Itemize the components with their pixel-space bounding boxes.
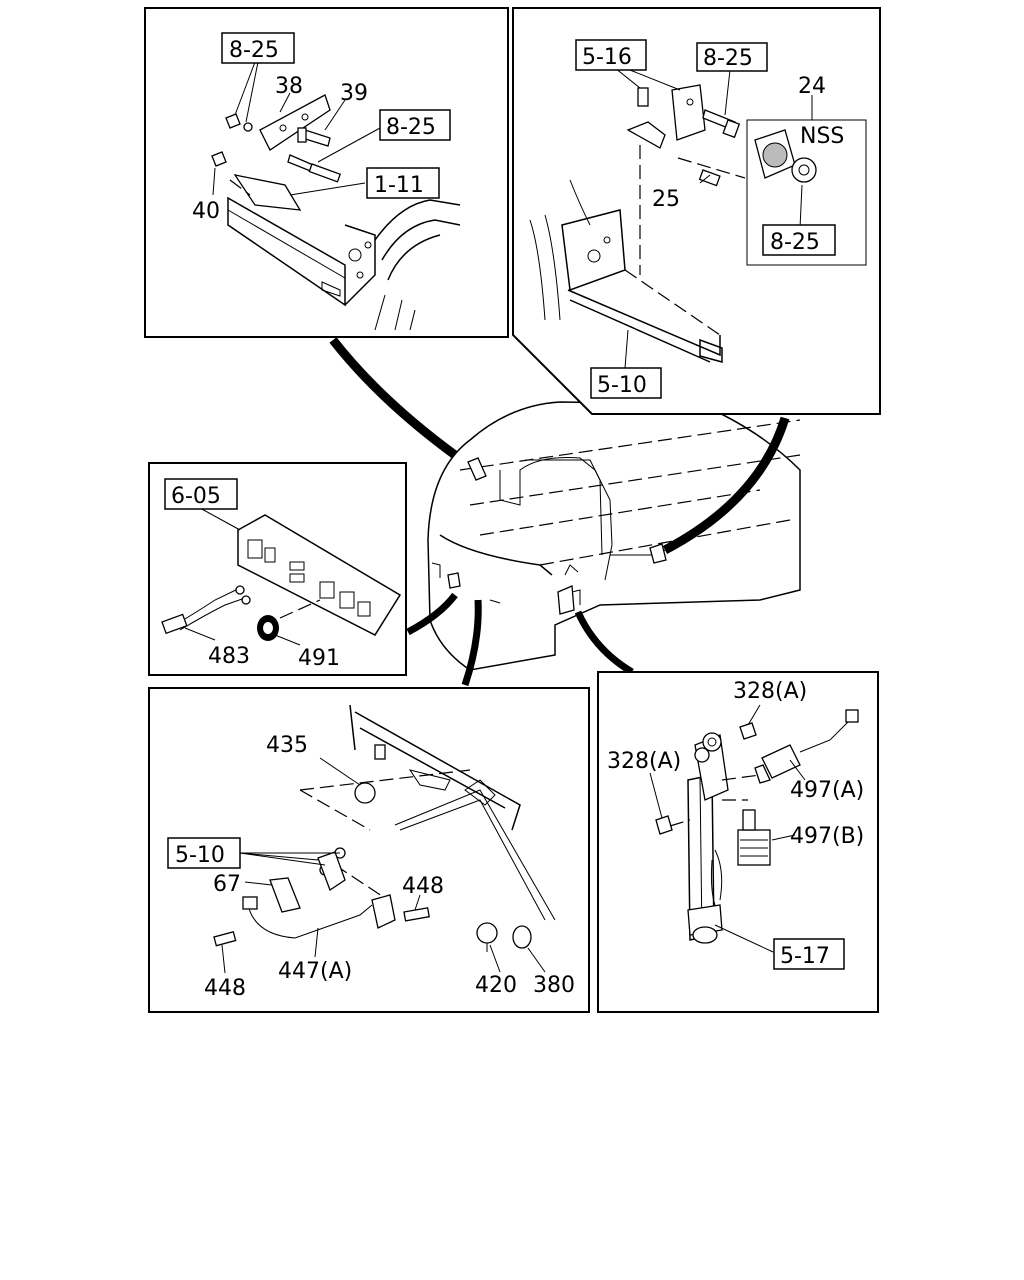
ref-8-25-d: 8-25 — [770, 230, 820, 255]
connector-arcs — [329, 337, 790, 687]
label-67: 67 — [213, 872, 241, 897]
label-483: 483 — [208, 644, 250, 669]
ref-1-11: 1-11 — [374, 173, 424, 198]
label-40: 40 — [192, 199, 220, 224]
label-380: 380 — [533, 973, 575, 998]
label-448-b: 448 — [204, 976, 246, 1001]
label-328a-top: 328(A) — [733, 679, 807, 704]
panel-top-right: 5-16 8-25 8-25 5-10 24 NSS 25 — [512, 7, 881, 415]
label-25: 25 — [652, 187, 680, 212]
label-448-a: 448 — [402, 874, 444, 899]
label-491: 491 — [298, 646, 340, 671]
label-447a: 447(A) — [278, 959, 352, 984]
ref-5-17: 5-17 — [780, 944, 830, 969]
label-497a: 497(A) — [790, 778, 864, 803]
label-39: 39 — [340, 81, 368, 106]
cab-overview — [427, 401, 801, 671]
label-497b: 497(B) — [790, 824, 864, 849]
panel-bottom-left: 5-10 435 67 448 448 447(A) 420 380 — [148, 687, 590, 1013]
label-nss: NSS — [800, 124, 844, 149]
ref-6-05: 6-05 — [171, 484, 221, 509]
ref-8-25-c: 8-25 — [703, 46, 753, 71]
ref-5-10-b: 5-10 — [175, 843, 225, 868]
label-24: 24 — [798, 74, 826, 99]
panel-top-left: 8-25 8-25 1-11 38 39 40 — [144, 7, 509, 338]
ref-8-25-b: 8-25 — [386, 115, 436, 140]
label-38: 38 — [275, 74, 303, 99]
panel-bottom-right: 5-17 328(A) 328(A) 497(A) 497(B) — [597, 671, 879, 1013]
ref-5-10-a: 5-10 — [597, 373, 647, 398]
ref-8-25-a: 8-25 — [229, 38, 279, 63]
panel-middle-left: 6-05 483 491 — [148, 462, 407, 676]
label-328a-left: 328(A) — [607, 749, 681, 774]
label-435: 435 — [266, 733, 308, 758]
label-420: 420 — [475, 973, 517, 998]
ref-5-16: 5-16 — [582, 45, 632, 70]
